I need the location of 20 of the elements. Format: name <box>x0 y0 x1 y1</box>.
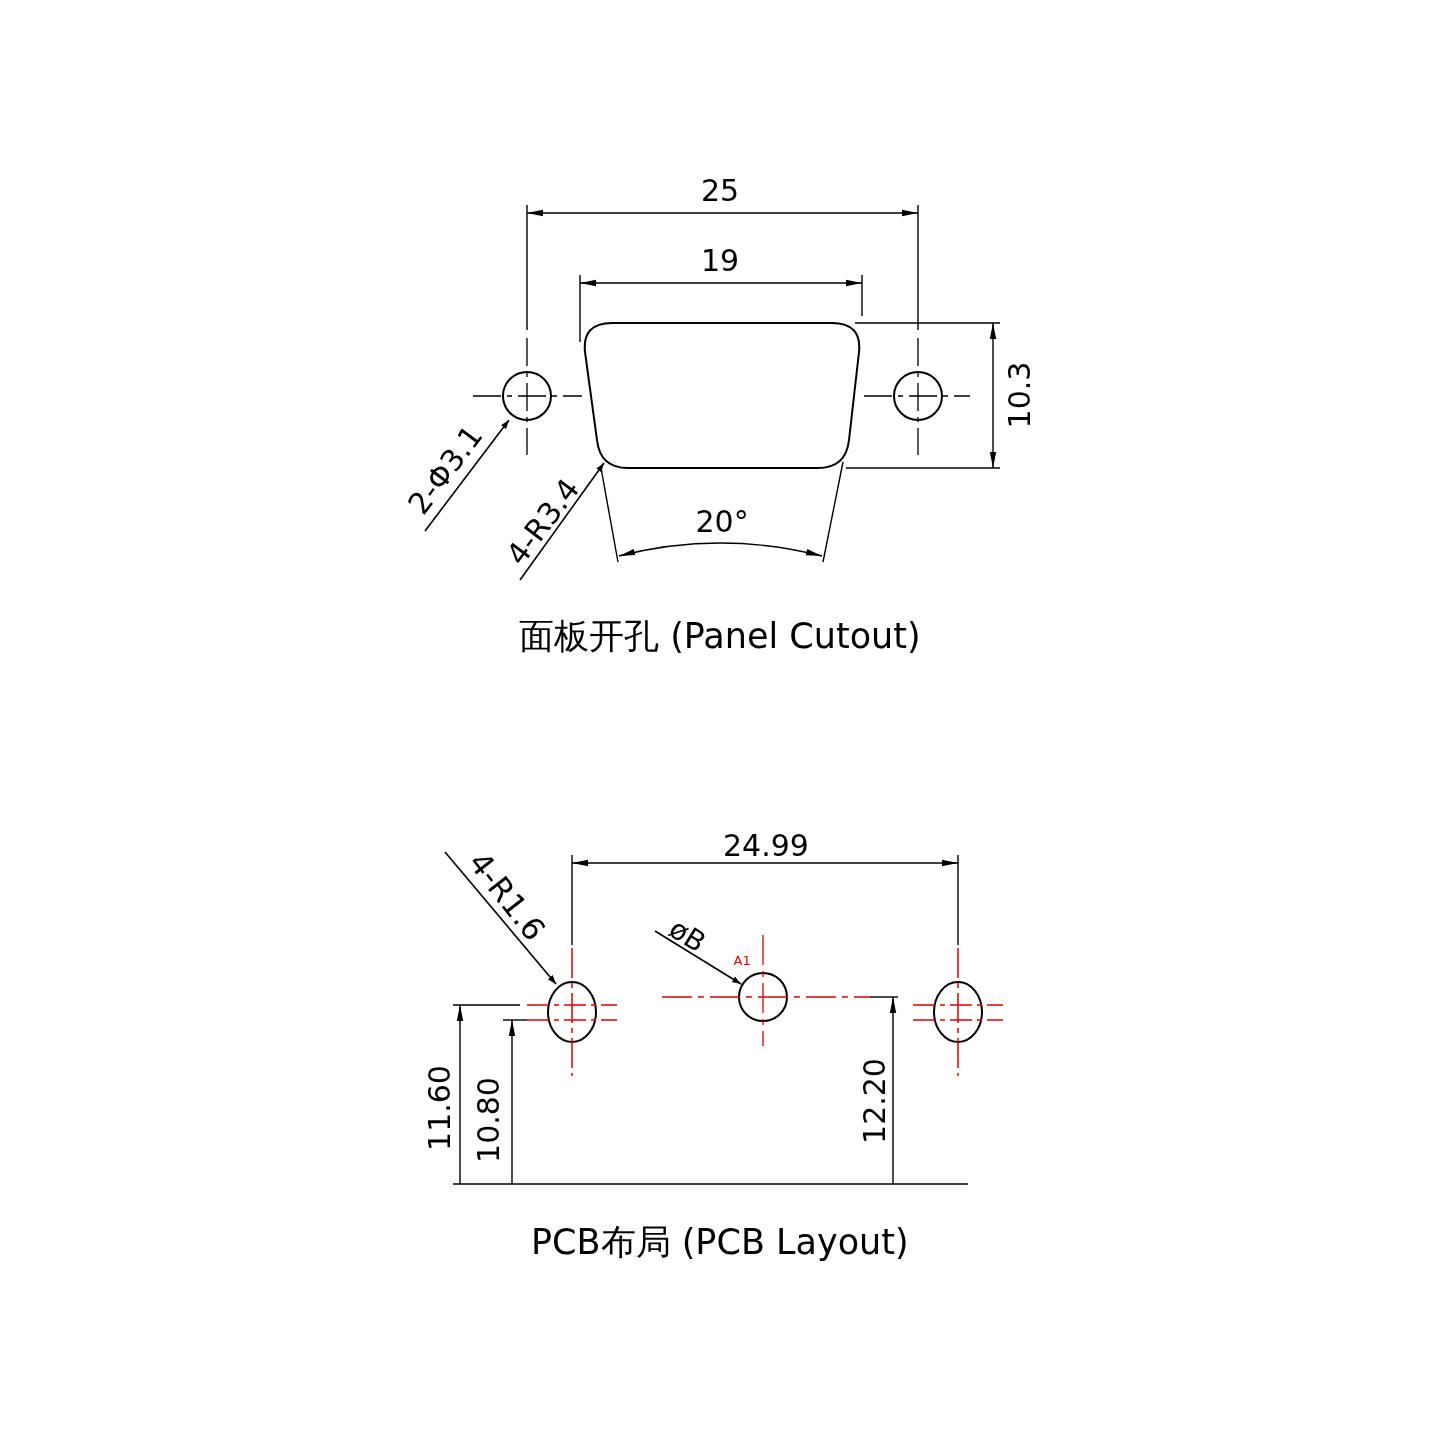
pin-label: A1 <box>733 953 751 967</box>
dimension-label: 10.3 <box>1004 361 1035 429</box>
dimension-label: 24.99 <box>723 831 809 861</box>
leader-label: øB <box>664 914 710 958</box>
leader-line <box>424 419 510 532</box>
dimension-label: 12.20 <box>859 1058 890 1144</box>
dimension-label: 19 <box>701 246 740 276</box>
dimension-label: 25 <box>701 176 740 206</box>
leader-line <box>654 930 742 985</box>
dimension-label: 11.60 <box>424 1065 455 1151</box>
pad-outline <box>547 981 597 1043</box>
dimension-label: 10.80 <box>473 1077 504 1163</box>
dimension-label: 20° <box>695 507 749 537</box>
hole-circle <box>738 972 788 1022</box>
leader-line <box>519 462 605 581</box>
leader-line <box>444 851 557 985</box>
section-caption: 面板开孔 (Panel Cutout) <box>519 618 921 654</box>
hole-circle <box>502 371 552 421</box>
cutout-outline <box>583 322 861 469</box>
section-caption: PCB布局 (PCB Layout) <box>531 1224 909 1260</box>
